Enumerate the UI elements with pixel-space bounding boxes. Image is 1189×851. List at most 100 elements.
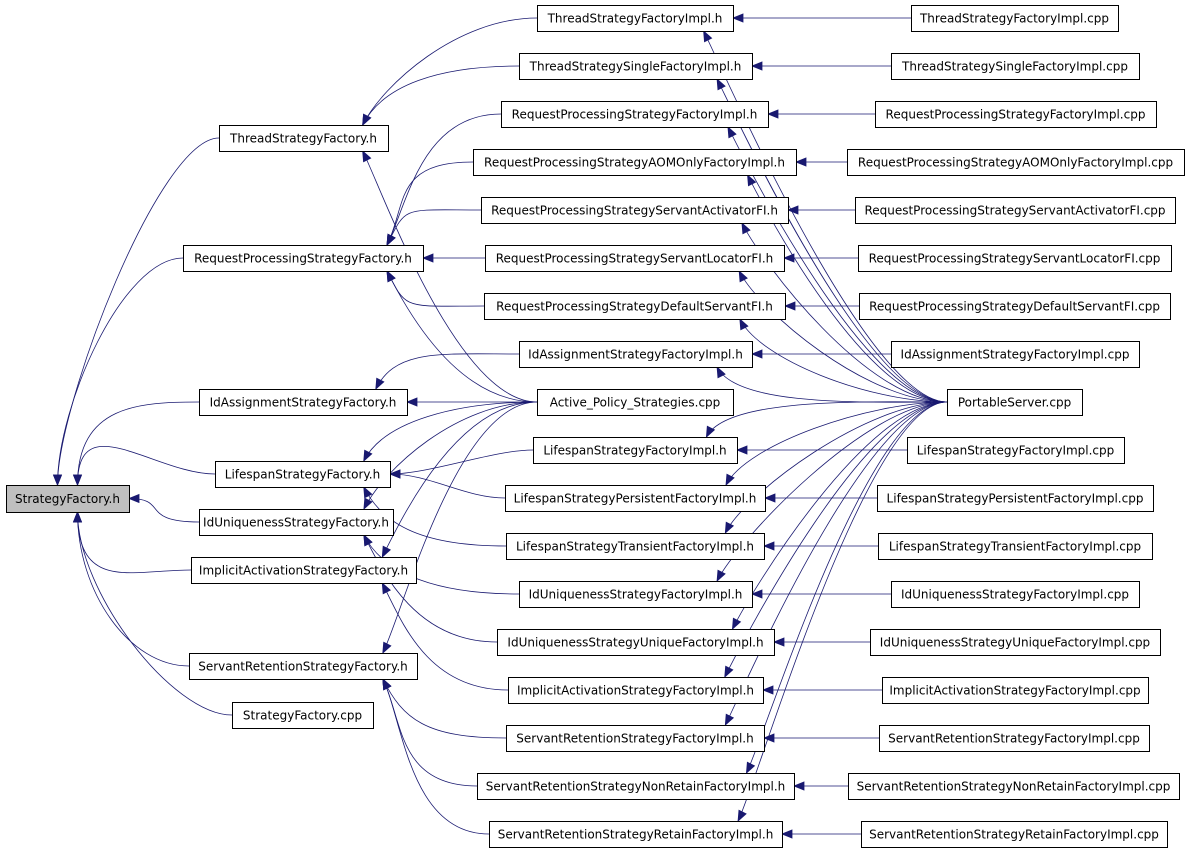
node-iasfi[interactable]: IdAssignmentStrategyFactoryImpl.h [519,341,753,368]
edge-line [381,582,509,691]
node-root[interactable]: StrategyFactory.h [6,485,130,513]
node-iasfi-cpp[interactable]: IdAssignmentStrategyFactoryImpl.cpp [891,341,1140,368]
edge-ps-to-lspfi [725,401,948,486]
node-rpssa[interactable]: RequestProcessingStrategyServantActivato… [481,197,789,224]
node-srsr[interactable]: ServantRetentionStrategyRetainFactoryImp… [489,821,783,848]
node-box [485,245,785,272]
node-srsnr-cpp[interactable]: ServantRetentionStrategyNonRetainFactory… [848,773,1180,800]
arrowhead-icon [127,493,140,504]
node-box [506,533,765,560]
node-rpssl-cpp[interactable]: RequestProcessingStrategyServantLocatorF… [858,245,1172,272]
node-rpsds-cpp[interactable]: RequestProcessingStrategyDefaultServantF… [859,293,1171,320]
edge-line [77,511,233,716]
edge-line [386,209,482,246]
node-label: ImplicitActivationStrategyFactoryImpl.cp… [889,684,1140,698]
node-sfcpp[interactable]: StrategyFactory.cpp [232,702,374,729]
edge-rpsfi-cpp-to-rpsfi [766,109,875,119]
node-ps[interactable]: PortableServer.cpp [947,389,1083,416]
node-label: RequestProcessingStrategyServantActivato… [491,204,778,218]
edge-line [363,534,498,643]
edge-line [737,401,948,822]
node-iactfi-cpp[interactable]: ImplicitActivationStrategyFactoryImpl.cp… [882,677,1149,704]
arrowhead-icon [705,425,716,438]
node-tssfi[interactable]: ThreadStrategySingleFactoryImpl.h [519,53,753,80]
node-iusfi[interactable]: IdUniquenessStrategyFactoryImpl.h [519,581,753,608]
arrowhead-icon [761,685,774,695]
node-lsf[interactable]: LifespanStrategyFactory.h [215,461,391,488]
node-tsfi-cpp[interactable]: ThreadStrategyFactoryImpl.cpp [911,5,1119,32]
node-rpsds[interactable]: RequestProcessingStrategyDefaultServantF… [484,293,786,320]
node-rpsaom-cpp[interactable]: RequestProcessingStrategyAOMOnlyFactoryI… [847,149,1185,176]
arrowhead-icon [382,678,392,691]
node-label: RequestProcessingStrategyFactoryImpl.cpp [886,108,1146,122]
edge-line [382,678,478,787]
node-srsnr[interactable]: ServantRetentionStrategyNonRetainFactory… [477,773,795,800]
node-iusufi[interactable]: IdUniquenessStrategyUniqueFactoryImpl.h [497,629,775,656]
node-box [519,581,753,608]
edge-line [363,401,538,462]
edge-line [362,17,538,126]
node-box [183,245,424,272]
node-label: ImplicitActivationStrategyFactory.h [199,564,408,578]
node-box [477,773,795,800]
node-rpsf[interactable]: RequestProcessingStrategyFactory.h [183,245,424,272]
node-lspfi-cpp[interactable]: LifespanStrategyPersistentFactoryImpl.cp… [877,485,1154,512]
arrowhead-icon [794,157,807,167]
node-label: IdAssignmentStrategyFactory.h [210,396,397,410]
arrowhead-icon [727,126,737,139]
node-label: ServantRetentionStrategyNonRetainFactory… [486,780,786,794]
node-iusf[interactable]: IdUniquenessStrategyFactory.h [199,509,394,536]
node-srsr-cpp[interactable]: ServantRetentionStrategyRetainFactoryImp… [861,821,1168,848]
edge-iactfi-to-iactsf [381,582,509,691]
arrowhead-icon [381,545,392,558]
edge-line [382,678,507,739]
node-iactfi[interactable]: ImplicitActivationStrategyFactoryImpl.h [508,677,764,704]
node-lsfi-cpp[interactable]: LifespanStrategyFactoryImpl.cpp [907,437,1125,464]
node-box [505,485,766,512]
edge-line [386,270,485,307]
node-iusfi-cpp[interactable]: IdUniquenessStrategyFactoryImpl.cpp [891,581,1140,608]
node-srsfi[interactable]: ServantRetentionStrategyFactoryImpl.h [506,725,765,752]
edge-rpsaom-to-rpsf [386,161,474,246]
node-rpssa-cpp[interactable]: RequestProcessingStrategyServantActivato… [855,197,1176,224]
arrowhead-icon [421,253,434,263]
node-iusufi-cpp[interactable]: IdUniquenessStrategyUniqueFactoryImpl.cp… [870,629,1161,656]
node-box [219,125,389,152]
node-lspfi[interactable]: LifespanStrategyPersistentFactoryImpl.h [505,485,766,512]
node-iactsf[interactable]: ImplicitActivationStrategyFactory.h [191,557,417,584]
edge-line [362,65,520,126]
arrowhead-icon [772,637,785,647]
node-lstfi[interactable]: LifespanStrategyTransientFactoryImpl.h [506,533,765,560]
edge-ps-to-lsfi [705,401,948,438]
node-rpsfi-cpp[interactable]: RequestProcessingStrategyFactoryImpl.cpp [875,101,1157,128]
edge-lspfi-to-lsf [388,469,506,499]
node-box [519,53,753,80]
node-box [484,293,786,320]
node-box [508,677,764,704]
node-box [232,702,374,729]
node-tsfi[interactable]: ThreadStrategyFactoryImpl.h [537,5,734,32]
node-rpsfi[interactable]: RequestProcessingStrategyFactoryImpl.h [501,101,769,128]
graph-nodes: StrategyFactory.h ThreadStrategyFactory.h… [6,5,1185,848]
arrowhead-icon [363,534,373,547]
node-srsfi-cpp[interactable]: ServantRetentionStrategyFactoryImpl.cpp [879,725,1150,752]
edge-iusufi-cpp-to-iusufi [772,637,870,647]
node-label: PortableServer.cpp [958,396,1071,410]
node-iasf[interactable]: IdAssignmentStrategyFactory.h [199,389,408,416]
node-rpssl[interactable]: RequestProcessingStrategyServantLocatorF… [485,245,785,272]
node-box [879,725,1150,752]
node-lstfi-cpp[interactable]: LifespanStrategyTransientFactoryImpl.cpp [878,533,1153,560]
edge-line [363,401,538,510]
node-lsfi[interactable]: LifespanStrategyFactoryImpl.h [533,437,738,464]
edge-line [716,401,948,582]
node-aps[interactable]: Active_Policy_Strategies.cpp [537,389,734,416]
node-srsf[interactable]: ServantRetentionStrategyFactory.h [189,653,418,680]
node-box [877,485,1154,512]
node-tsf[interactable]: ThreadStrategyFactory.h [219,125,389,152]
node-rpsaom[interactable]: RequestProcessingStrategyAOMOnlyFactoryI… [473,149,797,176]
node-label: ServantRetentionStrategyFactory.h [198,660,408,674]
node-tssfi-cpp[interactable]: ThreadStrategySingleFactoryImpl.cpp [891,53,1140,80]
arrowhead-icon [735,445,748,455]
node-box [859,293,1171,320]
node-label: IdUniquenessStrategyUniqueFactoryImpl.cp… [880,636,1150,650]
